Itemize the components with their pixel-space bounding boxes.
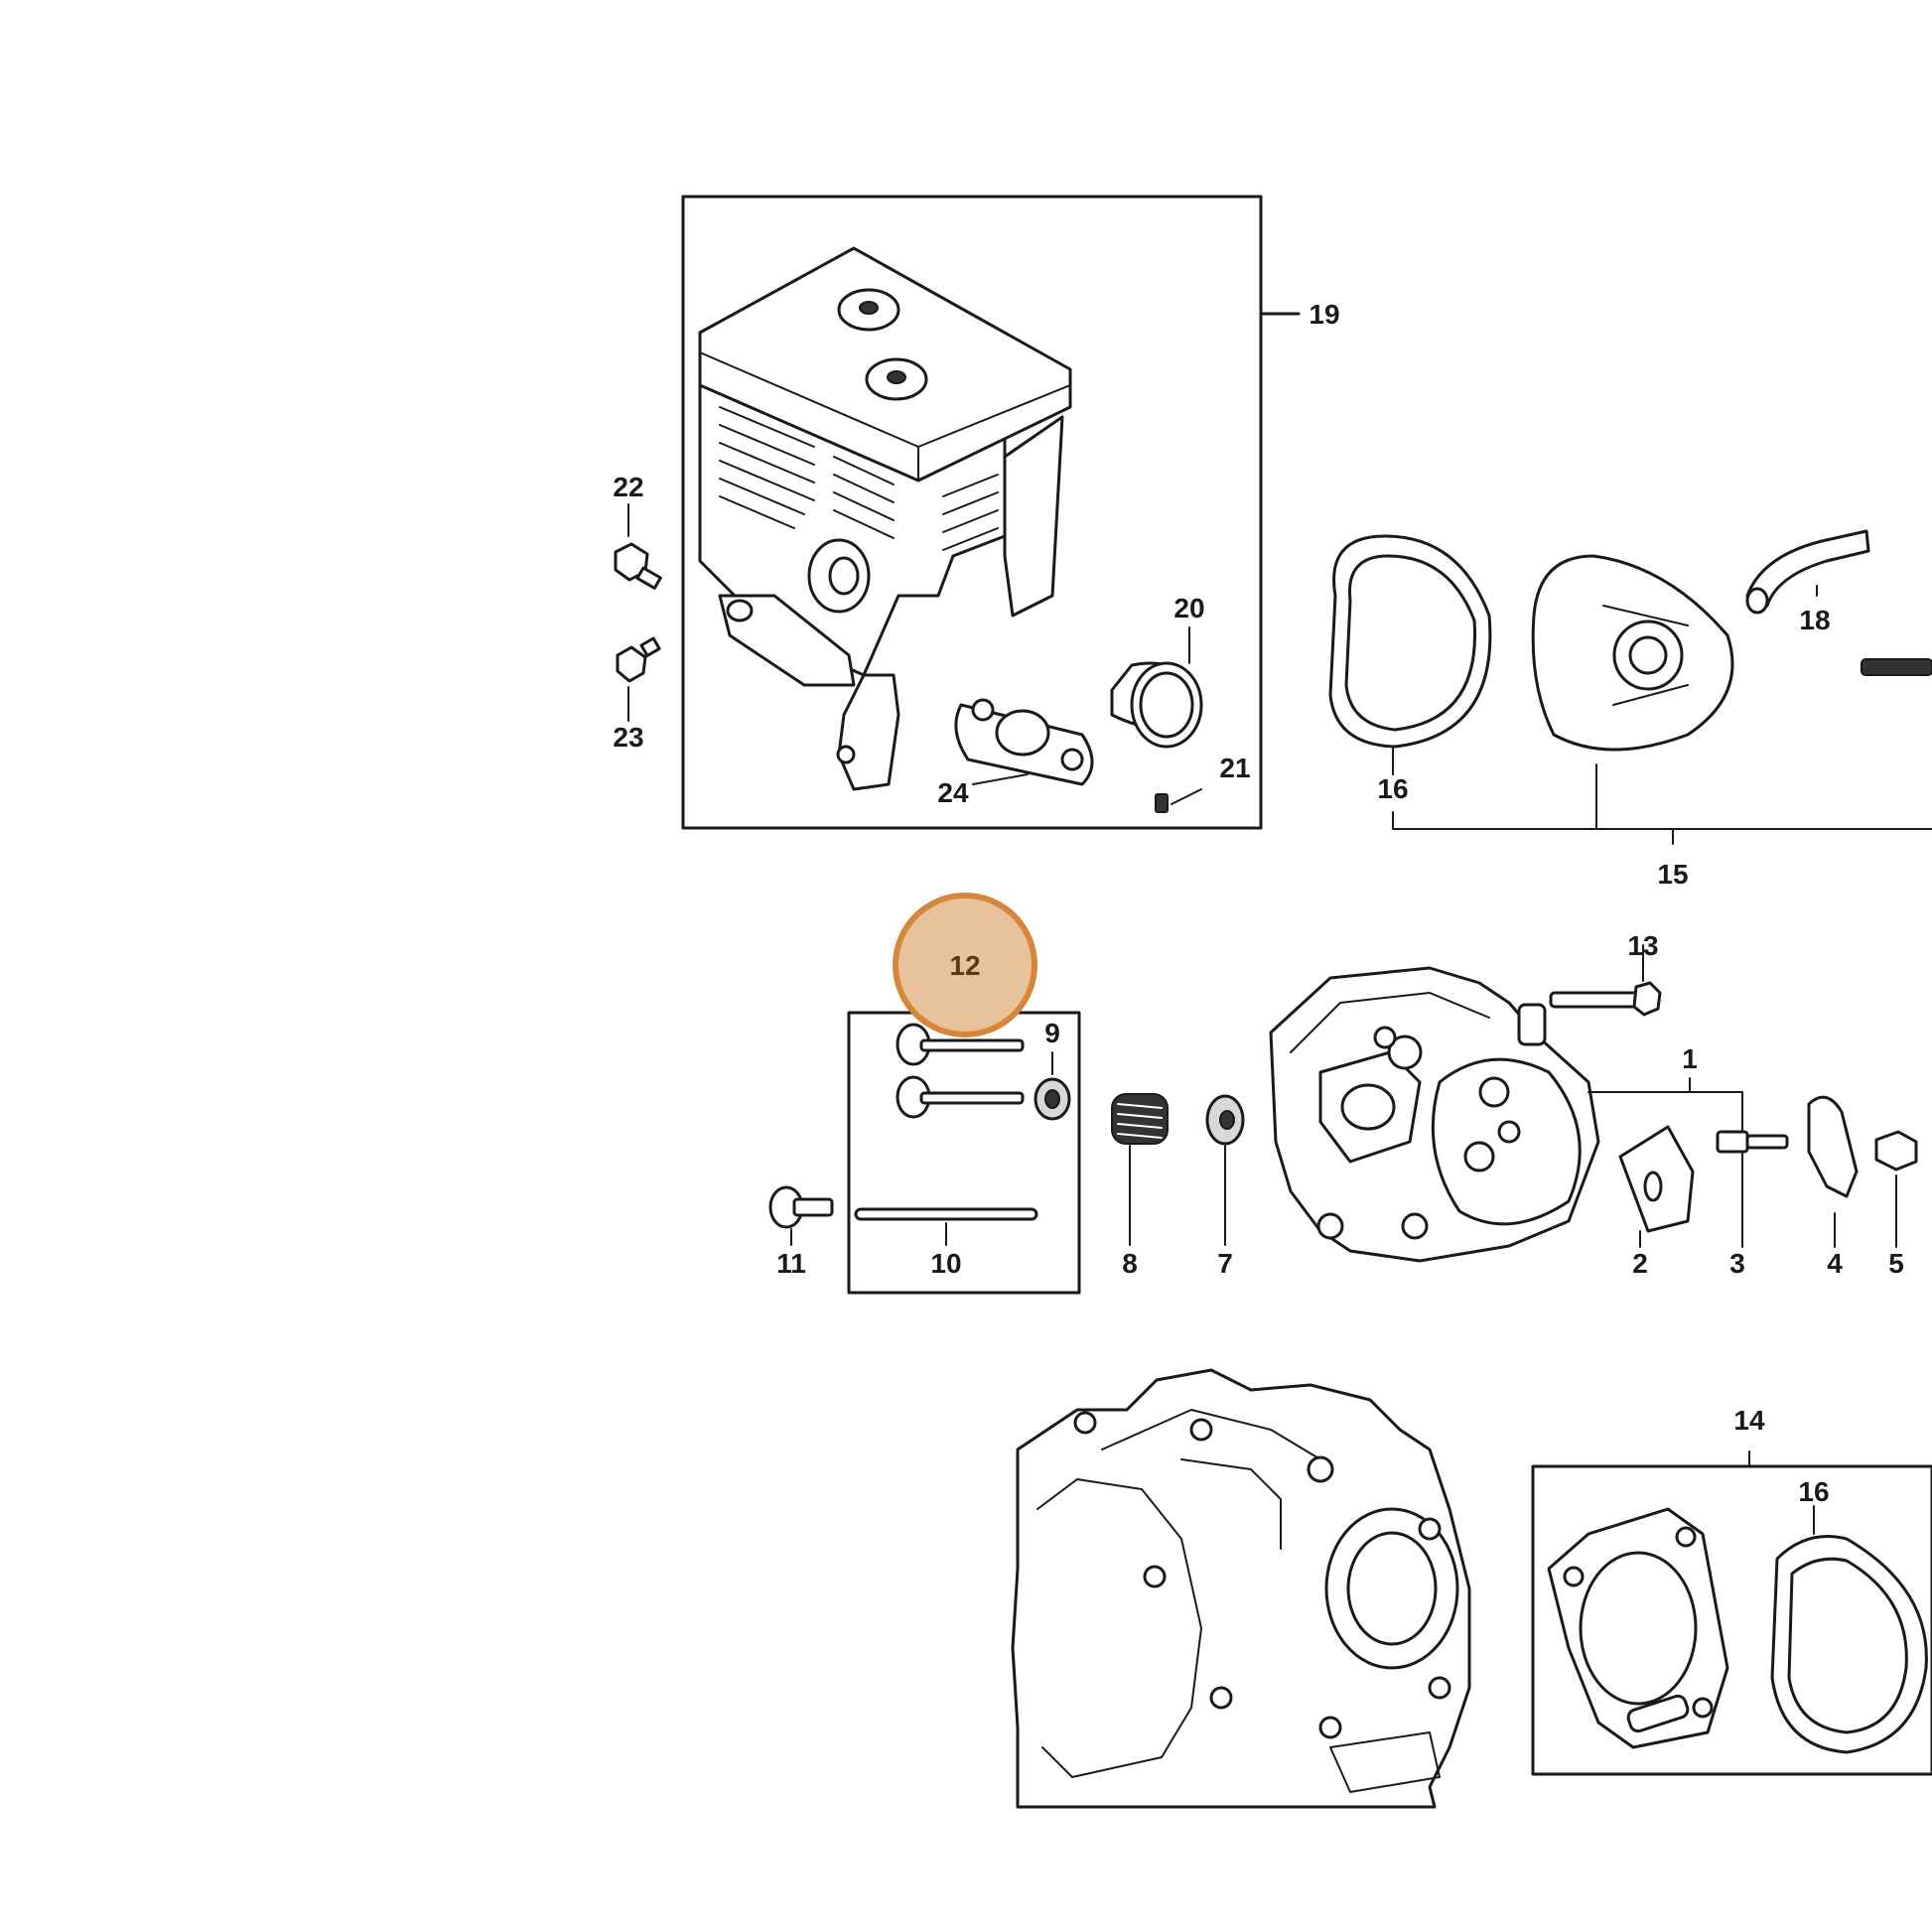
valve-intake (896, 1023, 1025, 1066)
callout-21: 21 (1219, 753, 1250, 783)
callout-3: 3 (1729, 1248, 1745, 1279)
head-bolt (1549, 944, 1662, 1017)
valve-stem-seal (1034, 1051, 1071, 1121)
callout-19: 19 (1309, 299, 1339, 330)
air-cleaner-group (1328, 529, 1932, 845)
callout-18: 18 (1799, 605, 1830, 635)
callout-24: 24 (937, 777, 969, 808)
callout-14: 14 (1733, 1405, 1765, 1436)
rocker-arm-group (1618, 1077, 1918, 1248)
callout-10: 10 (930, 1248, 961, 1279)
callout-23: 23 (613, 722, 643, 753)
spring-retainer (1205, 1094, 1245, 1246)
push-rod (854, 1207, 1038, 1246)
tappet (768, 1185, 834, 1246)
valve-spring (1111, 1093, 1169, 1246)
cylinder-head (1269, 966, 1743, 1263)
muffler-group (681, 195, 1301, 830)
callout-13: 13 (1627, 930, 1658, 961)
callout-8: 8 (1122, 1248, 1138, 1279)
highlight-circle[interactable] (893, 893, 1037, 1037)
callout-7: 7 (1217, 1248, 1233, 1279)
callout-9: 9 (1044, 1018, 1060, 1048)
callout-12: 12 (949, 950, 980, 981)
muffler-group-box (681, 195, 1263, 830)
callout-1: 1 (1682, 1043, 1698, 1074)
muffler (698, 246, 1072, 791)
callout-16-bottom: 16 (1798, 1476, 1829, 1507)
callout-5: 5 (1888, 1248, 1904, 1279)
gasket-set-box (1531, 1464, 1932, 1776)
gasket-set (1531, 1450, 1932, 1776)
callout-15: 15 (1657, 859, 1688, 890)
callout-4: 4 (1827, 1248, 1843, 1279)
valve-group-box (847, 1011, 1081, 1295)
flange-bolt-22 (614, 503, 662, 590)
callout-11: 11 (776, 1248, 806, 1279)
callout-20: 20 (1173, 593, 1204, 623)
valve-group (768, 992, 1081, 1295)
highlight-marker[interactable]: 12 (893, 893, 1037, 1037)
spark-arrester (1110, 661, 1203, 749)
screw-21 (1155, 793, 1169, 813)
callout-2: 2 (1632, 1248, 1648, 1279)
flange-bolt-23 (616, 636, 661, 722)
callout-16-top: 16 (1377, 773, 1408, 804)
exhaust-gasket (954, 698, 1094, 786)
callout-22: 22 (613, 472, 643, 502)
crankcase (1011, 1368, 1471, 1809)
callout-labels: 19 22 23 20 21 24 16 15 18 13 1 9 11 10 … (613, 299, 1903, 1507)
valve-exhaust (896, 1075, 1025, 1119)
